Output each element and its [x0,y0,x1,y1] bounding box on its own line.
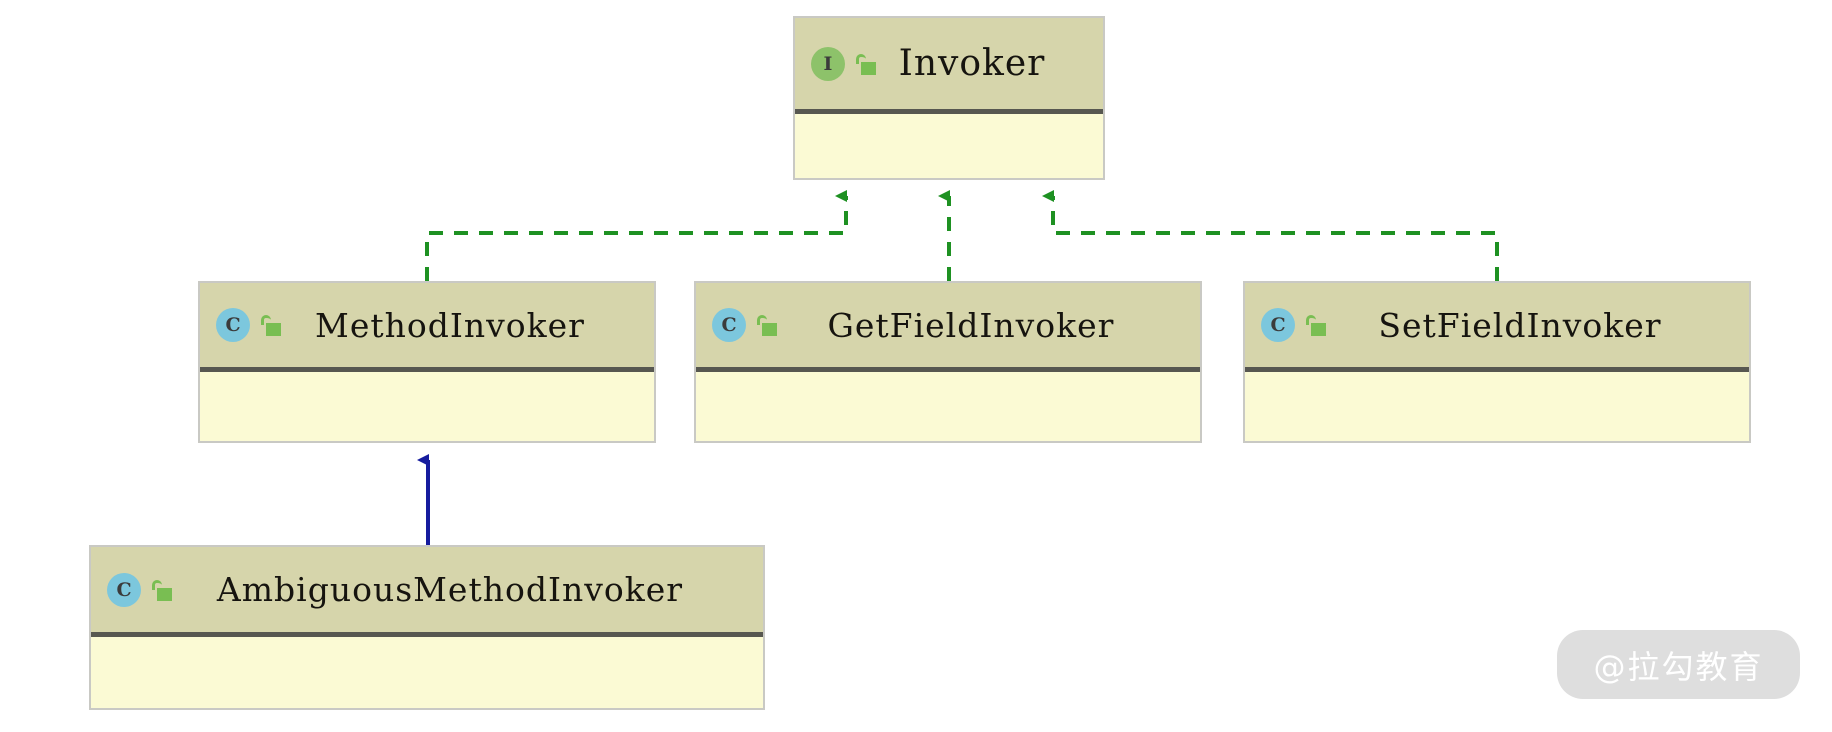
uml-node-header: C AmbiguousMethodInvoker [91,547,763,637]
edge-method-realizes-invoker [425,190,848,281]
interface-badge-icon: I [811,46,845,81]
uml-node-invoker[interactable]: I Invoker [793,16,1105,180]
open-lock-icon [1305,313,1327,337]
uml-node-members [696,372,1200,441]
uml-node-title: Invoker [898,43,1046,84]
class-badge-icon: C [712,308,746,342]
open-lock-icon [151,578,173,602]
class-badge-icon: C [107,572,141,607]
uml-node-method-invoker[interactable]: C MethodInvoker [198,281,656,443]
uml-node-title: MethodInvoker [315,305,585,345]
class-badge-icon: C [216,308,250,342]
uml-node-header: C MethodInvoker [200,283,654,372]
edge-setfield-realizes-invoker [1042,190,1499,281]
open-lock-icon [855,52,877,76]
class-badge-icon: C [1261,308,1295,342]
open-lock-icon [260,313,282,337]
watermark: @拉勾教育 [1557,630,1800,699]
uml-node-members [200,372,654,441]
uml-node-title: GetFieldInvoker [827,305,1115,345]
uml-node-members [795,114,1103,178]
uml-node-header: C GetFieldInvoker [696,283,1200,372]
uml-node-title: AmbiguousMethodInvoker [216,570,684,609]
uml-node-set-field-invoker[interactable]: C SetFieldInvoker [1243,281,1751,443]
uml-node-get-field-invoker[interactable]: C GetFieldInvoker [694,281,1202,443]
uml-node-members [91,637,763,708]
open-lock-icon [756,313,778,337]
uml-node-members [1245,372,1749,441]
uml-node-header: C SetFieldInvoker [1245,283,1749,372]
uml-node-title: SetFieldInvoker [1378,305,1662,345]
uml-node-header: I Invoker [795,18,1103,114]
uml-node-ambiguous-method-invoker[interactable]: C AmbiguousMethodInvoker [89,545,765,710]
